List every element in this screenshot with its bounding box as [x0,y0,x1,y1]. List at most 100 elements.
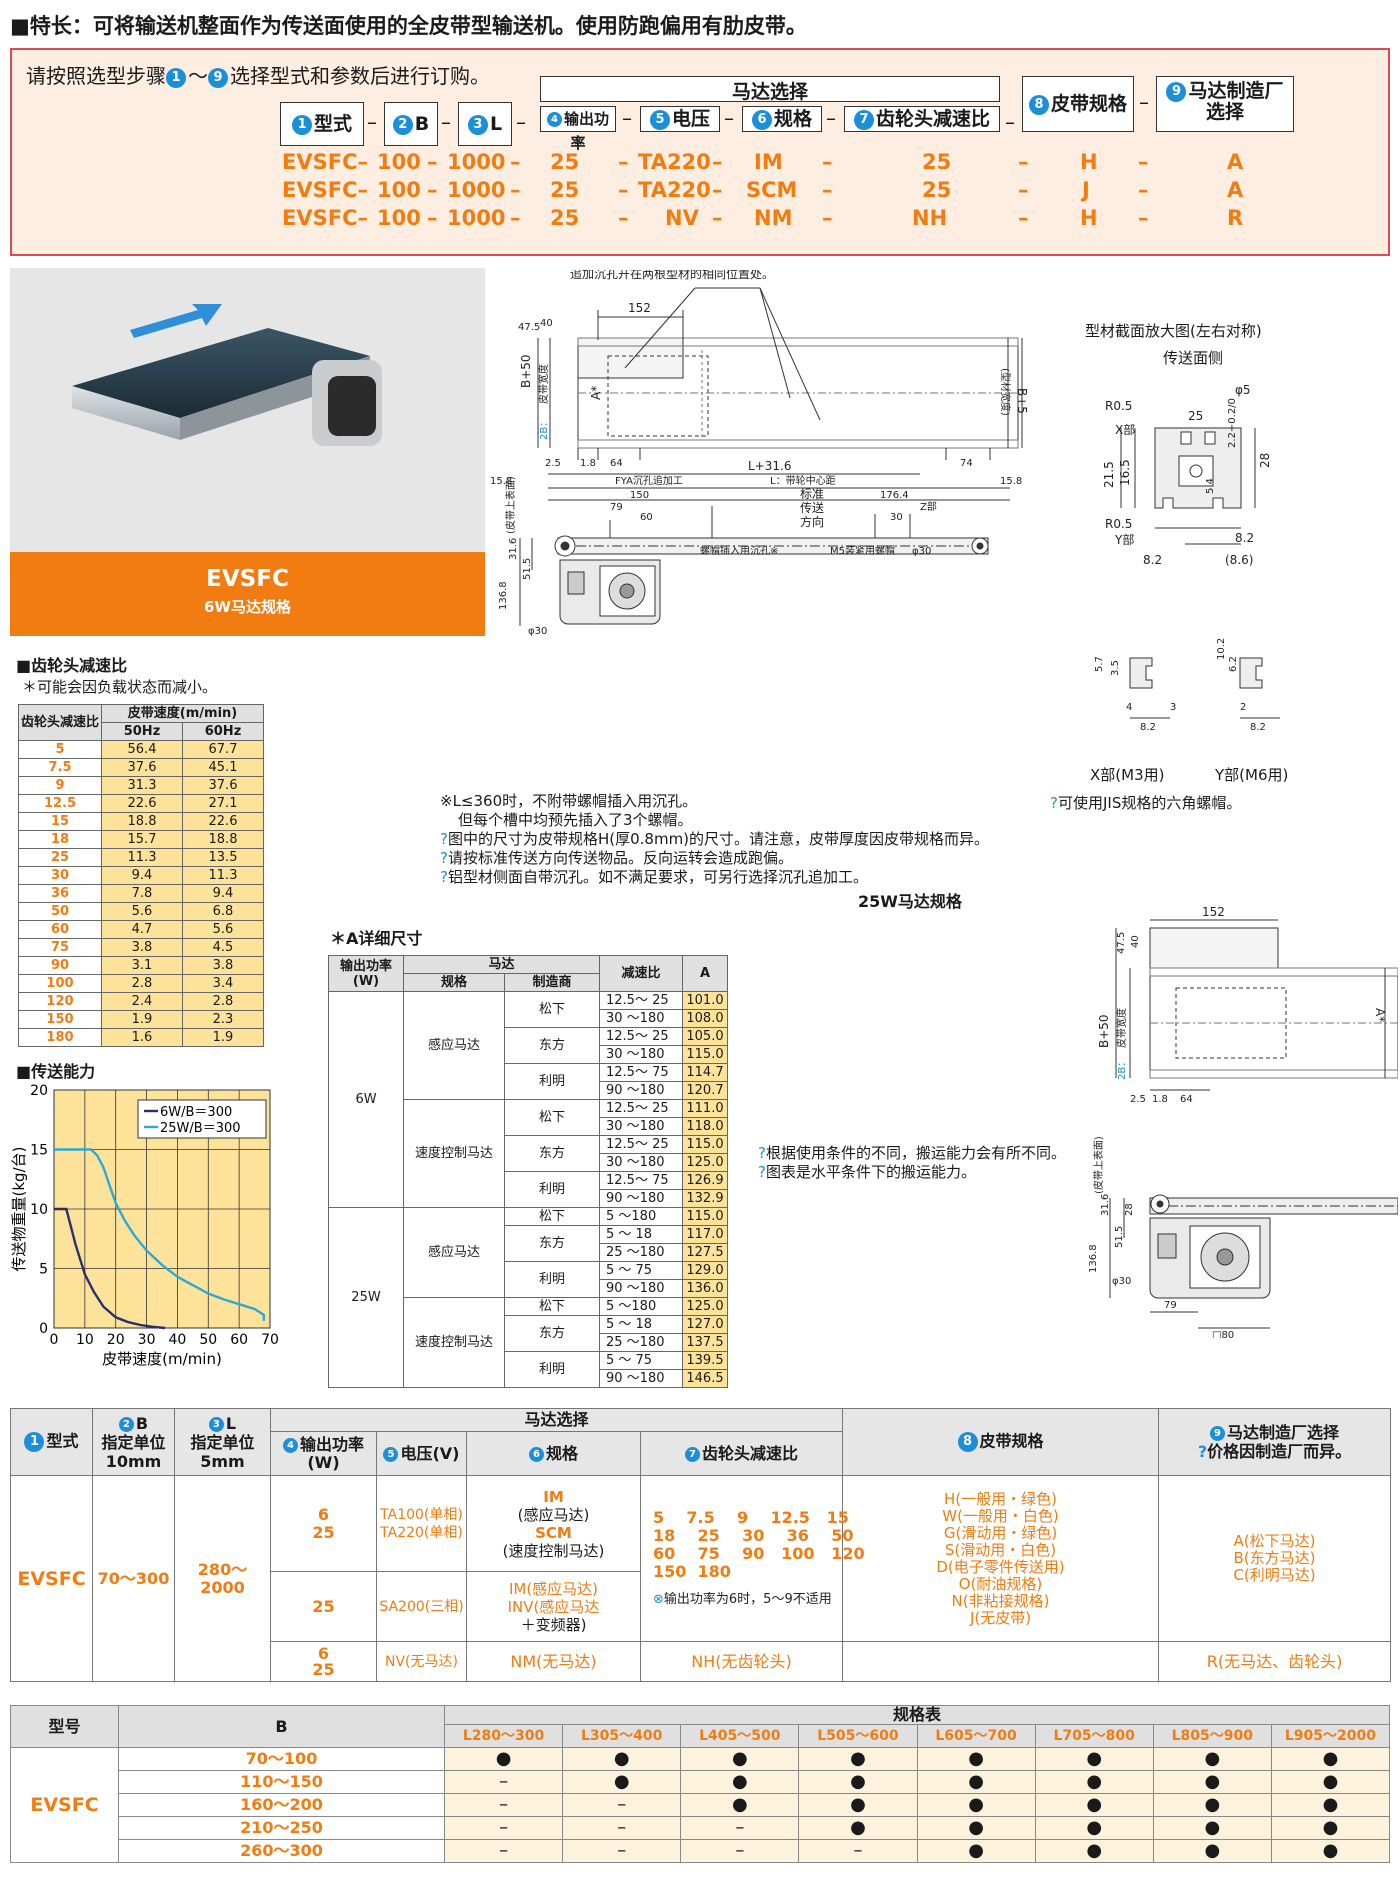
series-line [54,1207,166,1330]
svg-text:28: 28 [1258,453,1272,468]
y-tick-label: 10 [30,1202,48,1218]
svg-text:30: 30 [890,512,903,523]
length-range-header: L805～900 [1152,1724,1272,1748]
svg-text:15.8: 15.8 [490,476,512,487]
belt-option: W(一般用・白色) [942,1506,1059,1525]
svg-text:8.2: 8.2 [1143,553,1162,567]
svg-text:皮带宽度: 皮带宽度 [1115,1008,1128,1048]
svg-text:51.5: 51.5 [522,558,533,580]
maker-option: C(利明马达) [1233,1566,1316,1584]
svg-text:φ30: φ30 [912,546,931,557]
svg-text:28: 28 [1124,1203,1135,1216]
svg-text:136.8: 136.8 [498,581,509,610]
y-tick-label: 15 [30,1143,48,1159]
y-axis-label: 传送物重量(kg/台) [10,1147,28,1272]
drawing6w-notes: ※L≤360时，不附带螺帽插入用沉孔。 但每个槽中均预先插入了3个螺帽。 ?图中… [440,792,990,886]
x-tick-label: 20 [107,1332,125,1348]
x-axis-label: 皮带速度(m/min) [102,1350,222,1368]
svg-text:64: 64 [1180,1094,1193,1105]
svg-text:40: 40 [1130,935,1141,948]
maker-option: A(松下马达) [1233,1532,1316,1550]
series-line [54,1148,265,1321]
product-title-band: EVSFC 6W马达规格 [10,552,485,636]
svg-text:2B：: 2B： [1117,1057,1128,1080]
svg-text:10.2: 10.2 [1216,638,1227,660]
svg-text:Z部: Z部 [920,500,937,513]
svg-text:L+31.6: L+31.6 [748,459,791,473]
x-tick-label: 70 [261,1332,278,1348]
x-part-label: X部(M3用) [1090,766,1165,784]
belt-option: N(非粘接规格) [951,1591,1050,1610]
adetail-title: ＊A详细尺寸 [330,929,423,948]
drawing25w-title: 25W马达规格 [858,892,962,911]
svg-text:150: 150 [630,490,649,501]
svg-text:31.6: 31.6 [508,538,519,560]
svg-text:47.5: 47.5 [1116,932,1127,954]
length-range-header: L905～2000 [1270,1724,1391,1748]
belt-option: G(滑动用・绿色) [943,1523,1058,1542]
x-tick-label: 60 [230,1332,248,1348]
svg-text:Y部: Y部 [1114,532,1134,547]
svg-text:47.5: 47.5 [518,322,540,333]
svg-text:B+50: B+50 [1097,1014,1111,1048]
svg-text:21.5: 21.5 [1102,461,1116,488]
svg-text:螺帽插入用沉孔※: 螺帽插入用沉孔※ [700,544,778,557]
svg-text:X部: X部 [1115,422,1135,437]
svg-text:5.7: 5.7 [1094,656,1105,672]
maker-option: B(东方马达) [1233,1549,1316,1567]
belt-option: O(耐油规格) [958,1574,1043,1593]
legend-box [137,1099,267,1139]
capacity-notes: ?根据使用条件的不同，搬运能力会有所不同。 ?图表是水平条件下的搬运能力。 [758,1144,1066,1181]
svg-text:6.2: 6.2 [1228,656,1239,672]
profile-xy-details: 5.7 3.5 4 3 8.2 10.2 6.2 2 8.2 [1094,638,1280,733]
svg-text:4: 4 [1126,702,1132,713]
svg-text:B+50: B+50 [519,354,533,388]
svg-text:皮带宽度: 皮带宽度 [537,364,550,404]
conveyor-illustration [72,304,382,446]
svg-text:136.8: 136.8 [1088,1244,1099,1273]
svg-text:60: 60 [640,512,653,523]
length-range-header: L305～400 [562,1724,682,1748]
svg-text:176.4: 176.4 [880,490,909,501]
profile-section-drawing: R0.5 X部 25 φ5 2.2+0.2/0 21.5 16.5 5.4 28… [1102,383,1272,567]
svg-text:79: 79 [1164,1300,1177,1311]
svg-text:2.5: 2.5 [545,458,561,469]
svg-text:64: 64 [610,458,623,469]
svg-text:2: 2 [1240,702,1246,713]
product-name: EVSFC [206,566,289,592]
y-tick-label: 20 [30,1083,48,1099]
svg-text:□80: □80 [1212,1330,1234,1338]
y-tick-label: 5 [39,1262,48,1278]
svg-text:152: 152 [1202,905,1225,919]
x-tick-label: 40 [169,1332,187,1348]
